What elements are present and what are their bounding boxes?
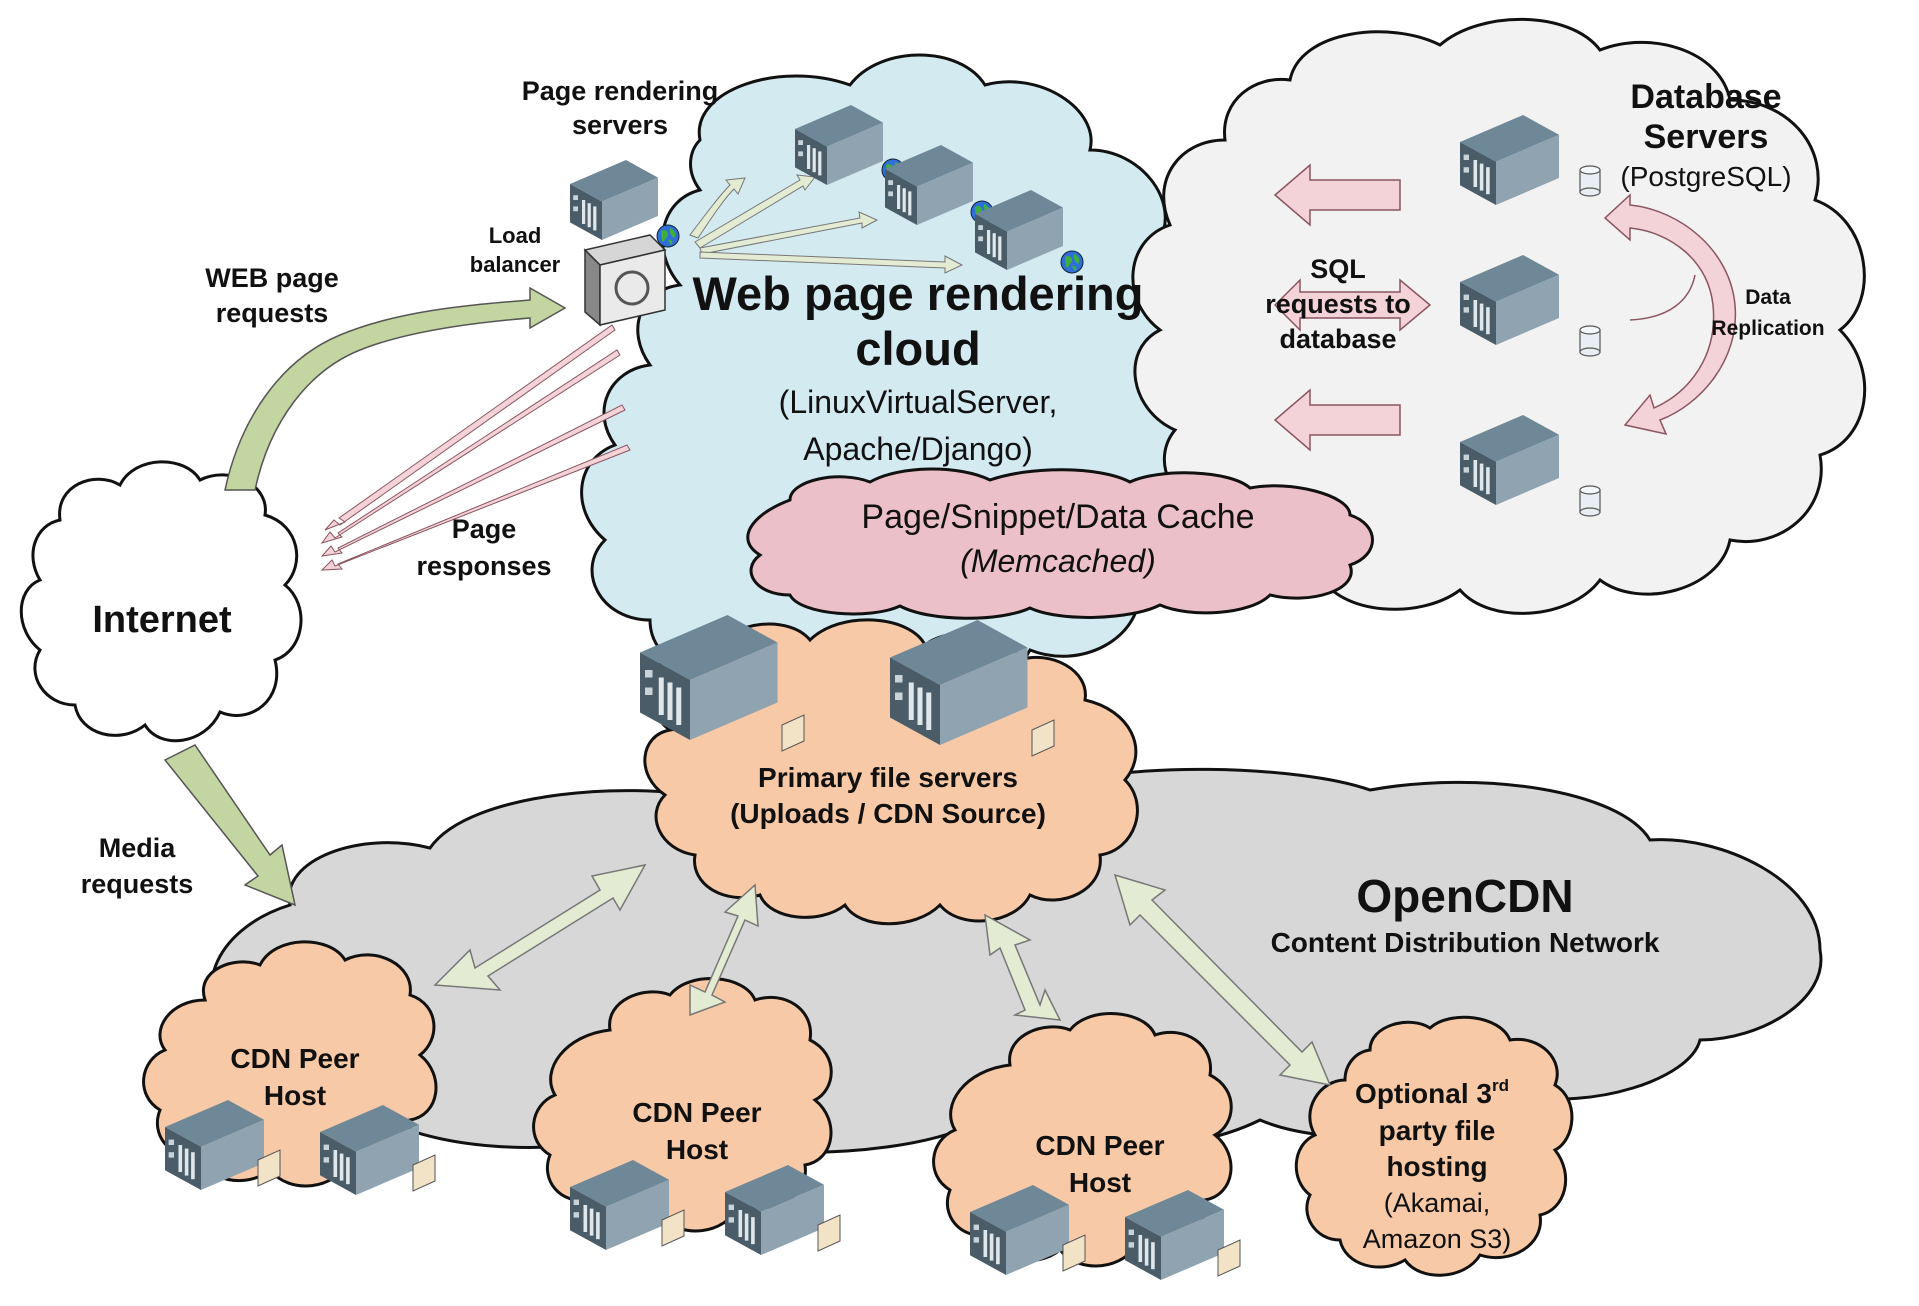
render-servers-label-line2: servers (572, 110, 668, 140)
page-resp-label-line1: Page (452, 514, 517, 544)
third-line2: party file (1379, 1115, 1496, 1146)
web-cloud-sub-line1: (LinuxVirtualServer, (779, 384, 1058, 420)
peer2-line2: Host (666, 1134, 728, 1165)
sql-label-line2: requests to (1265, 289, 1411, 319)
media-label-line1: Media (99, 833, 177, 863)
media-request-arrow (163, 744, 297, 907)
web-cloud-sub-line2: Apache/Django) (803, 431, 1032, 467)
web-req-label-line2: requests (216, 298, 329, 328)
cache-cloud (746, 467, 1374, 620)
db-title-line2: Servers (1644, 118, 1769, 156)
replication-arrow (1603, 193, 1737, 436)
database-cylinder-icon (1579, 325, 1601, 357)
third-sup: rd (1492, 1076, 1509, 1095)
peer2-line1: CDN Peer (632, 1097, 761, 1128)
opencdn-sub: Content Distribution Network (1271, 927, 1660, 958)
file-servers-line1: Primary file servers (758, 762, 1018, 793)
third-line3: hosting (1386, 1151, 1487, 1182)
opencdn-title: OpenCDN (1356, 870, 1573, 922)
peer3-line1: CDN Peer (1035, 1130, 1164, 1161)
db-title-line1: Database (1630, 78, 1781, 116)
database-cylinder-icon (1579, 485, 1601, 517)
third-line4: (Akamai, (1384, 1188, 1491, 1218)
replication-label-line1: Data (1745, 286, 1791, 309)
sql-label-line3: database (1279, 324, 1396, 354)
cdn-double-arrows (433, 863, 1332, 1087)
database-cylinder-icon (1579, 165, 1601, 197)
web-req-label-line1: WEB page (205, 263, 339, 293)
page-resp-label-line2: responses (416, 551, 551, 581)
third-line5: Amazon S3) (1363, 1224, 1512, 1254)
sql-label-line1: SQL (1310, 254, 1366, 284)
sql-double-arrow (1273, 278, 1432, 332)
render-servers-label-line1: Page rendering (522, 76, 719, 106)
replication-label-line2: Replication (1711, 317, 1824, 340)
page-response-arrows (320, 324, 631, 571)
file-servers-line2: (Uploads / CDN Source) (730, 798, 1046, 829)
lb-label-line1: Load (489, 223, 542, 248)
cache-line1: Page/Snippet/Data Cache (861, 498, 1254, 536)
web-request-arrow (224, 286, 567, 491)
globe-icon (656, 224, 680, 248)
peer1-line1: CDN Peer (230, 1043, 359, 1074)
render-server-1 (570, 160, 658, 240)
web-cloud-title-line2: cloud (855, 322, 980, 375)
db-sub: (PostgreSQL) (1620, 161, 1791, 192)
lb-label-line2: balancer (470, 252, 561, 277)
peer1-line2: Host (264, 1080, 326, 1111)
peer3-line2: Host (1069, 1167, 1131, 1198)
load-balancer-fan-arrows (689, 174, 964, 274)
load-balancer-icon (583, 234, 667, 327)
internet-cloud (19, 460, 303, 743)
web-cloud-title-line1: Web page rendering (693, 267, 1144, 320)
media-label-line2: requests (81, 869, 194, 899)
third-party-cloud (1294, 1015, 1574, 1277)
cache-line2: (Memcached) (960, 543, 1156, 579)
internet-label: Internet (92, 599, 232, 641)
third-line1: Optional 3rd (1355, 1076, 1509, 1109)
db-arrows (1273, 163, 1737, 452)
